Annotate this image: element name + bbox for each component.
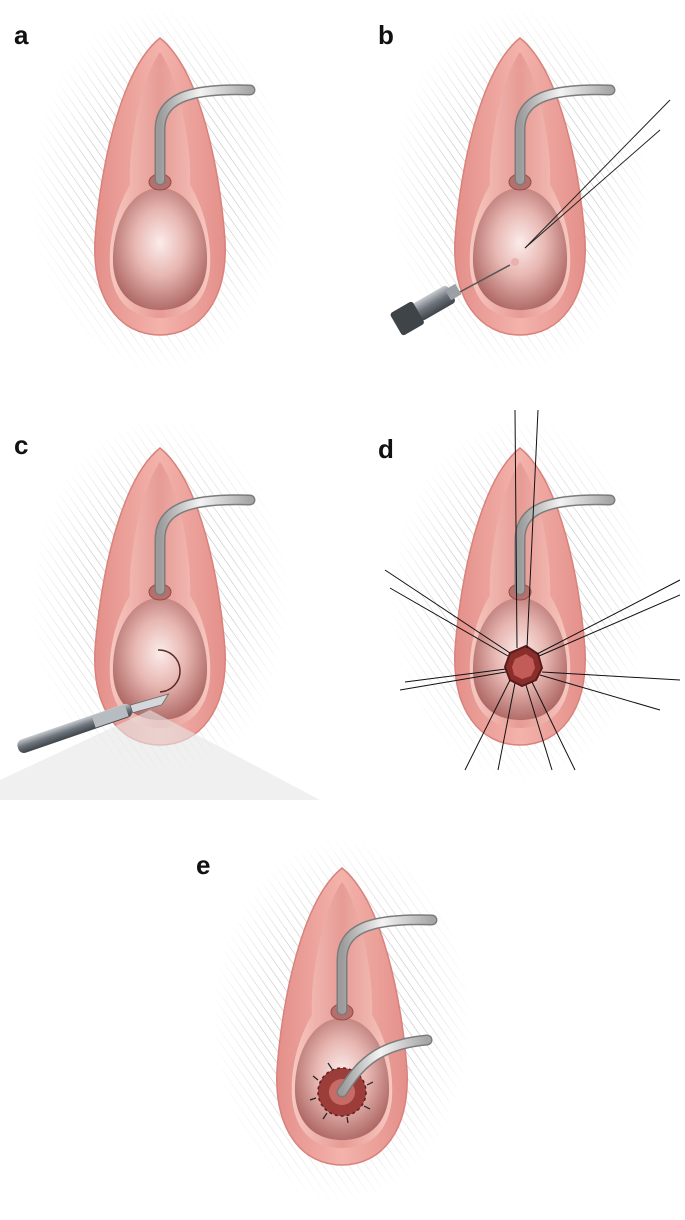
scalpel-icon	[17, 693, 170, 753]
incision-circle	[157, 649, 181, 693]
fistula-inner	[512, 654, 535, 679]
panel-e: e	[182, 830, 502, 1220]
suture-line	[524, 99, 671, 249]
injection-site	[511, 258, 519, 266]
illustration-b	[390, 6, 671, 374]
catheter-shine	[516, 495, 614, 594]
panel-label: a	[14, 20, 29, 50]
panel-d: d	[360, 410, 680, 800]
panel-b: b	[360, 0, 680, 390]
suture-icon	[384, 410, 680, 771]
illustration-d	[384, 410, 680, 784]
catheter-shine	[516, 85, 614, 184]
vaginal-cavity	[112, 188, 208, 310]
panel-a: a	[0, 0, 320, 390]
panel-label: c	[14, 430, 29, 460]
catheter-shine	[156, 85, 254, 184]
vaginal-cavity	[472, 188, 568, 310]
needle-icon	[390, 283, 462, 336]
illustration-a	[30, 6, 290, 374]
panel-label: d	[378, 434, 394, 464]
illustration-c	[0, 416, 320, 800]
vaginal-cavity	[112, 598, 208, 720]
second-catheter-shine	[338, 1036, 431, 1096]
illustration-e	[212, 836, 472, 1204]
panel-label: e	[196, 850, 211, 880]
suture-line	[524, 129, 661, 249]
panel-c: c	[0, 410, 320, 800]
panel-label: b	[378, 20, 394, 50]
catheter-shine	[338, 915, 436, 1014]
catheter-shine	[156, 495, 254, 594]
instrument-shadow	[0, 710, 320, 800]
